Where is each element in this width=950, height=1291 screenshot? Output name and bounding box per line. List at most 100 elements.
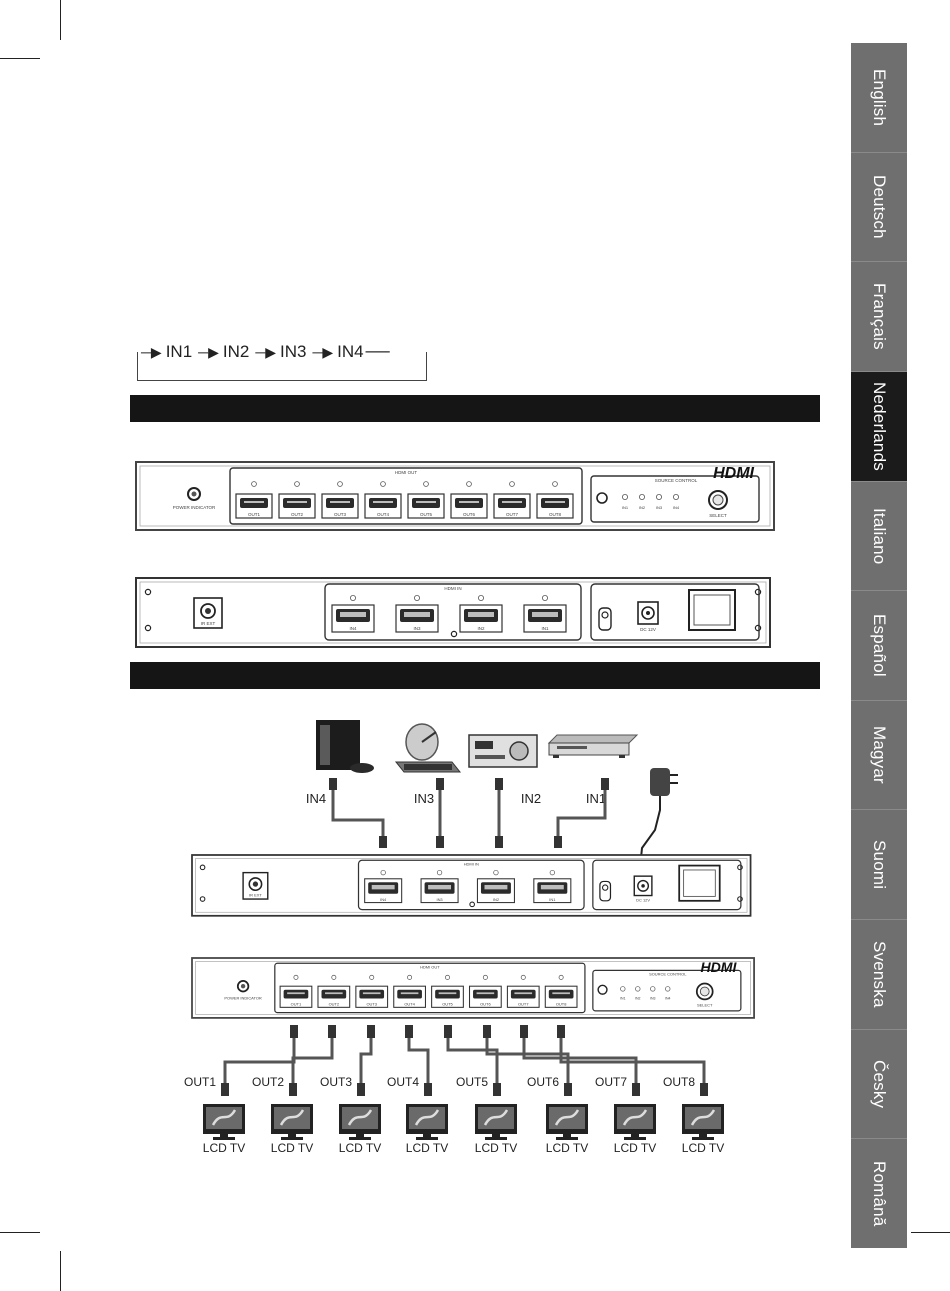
led-indicator [349, 594, 356, 601]
cable-plug [221, 1083, 229, 1096]
port-label: IN4 [349, 626, 357, 631]
cable-plug [424, 1083, 432, 1096]
port-label: OUT6 [463, 512, 475, 517]
output-label: OUT4 [387, 1075, 419, 1089]
tab-language-5[interactable]: Español [851, 591, 907, 701]
panel-inner [195, 858, 748, 913]
arrow-icon: ─▶ [312, 343, 334, 360]
tab-language-10[interactable]: Română [851, 1139, 907, 1248]
hdmi-cable-out [223, 1038, 296, 1085]
dc-label: DC 12V [640, 627, 656, 632]
crop-mark [911, 1232, 950, 1233]
sequence-item: ─▶IN3 [249, 342, 306, 362]
port-label: OUT5 [442, 1002, 453, 1007]
port-label: IN2 [493, 897, 499, 902]
led-indicator [638, 494, 645, 501]
sequence-item: ─▶IN4 [306, 342, 363, 362]
power-indicator-label: POWER INDICATOR [224, 995, 262, 1000]
lcd-tv-icon [339, 1104, 381, 1140]
tab-language-7[interactable]: Suomi [851, 810, 907, 921]
port-pins [459, 501, 479, 503]
port-label: IN4 [380, 897, 387, 902]
led-indicator [380, 481, 386, 487]
source-control-label: SOURCE CONTROL [649, 972, 687, 977]
port-socket [548, 989, 574, 999]
port-label: OUT1 [248, 512, 260, 517]
port-pins [244, 501, 264, 503]
select-label: SELECT [709, 513, 727, 518]
tab-label: Deutsch [870, 175, 889, 239]
led-indicator [423, 481, 429, 487]
port-pins [532, 612, 558, 617]
tv-stand [631, 1134, 639, 1138]
led-indicator [673, 494, 680, 501]
source-led-label: IN1 [622, 505, 629, 510]
port-label: OUT5 [420, 512, 432, 517]
tab-label: Magyar [870, 726, 889, 785]
tab-language-4[interactable]: Italiano [851, 482, 907, 592]
tab-language-8[interactable]: Svenska [851, 920, 907, 1030]
port-label: OUT2 [291, 512, 303, 517]
hdmi-port: OUT6 [450, 493, 488, 519]
amp-knob [509, 741, 529, 761]
tab-label: Suomi [870, 840, 889, 890]
dvd-foot [619, 755, 625, 758]
sequence-item: ─▶IN1 [135, 342, 192, 362]
hdmi-cable-out [522, 1038, 638, 1085]
source-led-label: IN1 [620, 996, 626, 1000]
tab-language-2[interactable]: Français [851, 262, 907, 372]
cable-plug [700, 1083, 708, 1096]
led-indicator [413, 594, 420, 601]
port-pins [404, 612, 430, 617]
led-indicator [656, 494, 663, 501]
lcd-tv-icon [271, 1104, 313, 1140]
tab-language-1[interactable]: Deutsch [851, 153, 907, 263]
power-indicator-label: POWER INDICATOR [173, 505, 216, 510]
select-label: SELECT [697, 1002, 713, 1007]
port-pins [330, 501, 350, 503]
led-indicator [621, 494, 628, 501]
dc-jack-core [646, 611, 650, 615]
led-indicator [541, 594, 548, 601]
port-pins [438, 992, 457, 995]
tab-language-3[interactable]: Nederlands [851, 371, 907, 482]
tab-label: Español [870, 614, 889, 677]
led-indicator [635, 986, 641, 992]
port-pins [287, 992, 305, 995]
output-label: OUT7 [595, 1075, 627, 1089]
port-pins [373, 501, 393, 503]
tab-language-6[interactable]: Magyar [851, 701, 907, 811]
ir-jack-core [205, 608, 211, 614]
lcd-tv-icon [406, 1104, 448, 1140]
power-switch [683, 869, 716, 897]
crop-mark [0, 1232, 40, 1233]
hdmi-port: IN2 [459, 604, 503, 633]
hdmi-port: OUT7 [493, 493, 531, 519]
cable-plug [483, 1025, 491, 1038]
tab-language-9[interactable]: Česky [851, 1030, 907, 1140]
select-button-core [712, 494, 724, 506]
hdmi-port: OUT3 [321, 493, 359, 519]
console-stripe [320, 725, 330, 765]
sequence-label: IN1 [165, 342, 193, 361]
port-socket [321, 989, 347, 999]
hdmi-cable-in [556, 785, 607, 840]
tv-swoosh [622, 1109, 648, 1126]
screw [199, 896, 206, 902]
hdmi-cable-in [331, 785, 385, 840]
hdmi-out-label: HDMI OUT [395, 470, 417, 475]
hdmi-logo: HDMI [700, 959, 737, 975]
port-pins [287, 501, 307, 503]
cable-plug [436, 778, 444, 790]
source-led-label: IN2 [639, 505, 646, 510]
port-pins [476, 992, 495, 995]
port-label: OUT1 [291, 1002, 302, 1007]
port-pins [428, 884, 452, 890]
port-pins [325, 992, 343, 995]
tab-label: Français [870, 283, 889, 350]
port-pins [540, 884, 564, 890]
tab-language-0[interactable]: English [851, 43, 907, 153]
arrow-icon: ─▶ [141, 343, 162, 360]
